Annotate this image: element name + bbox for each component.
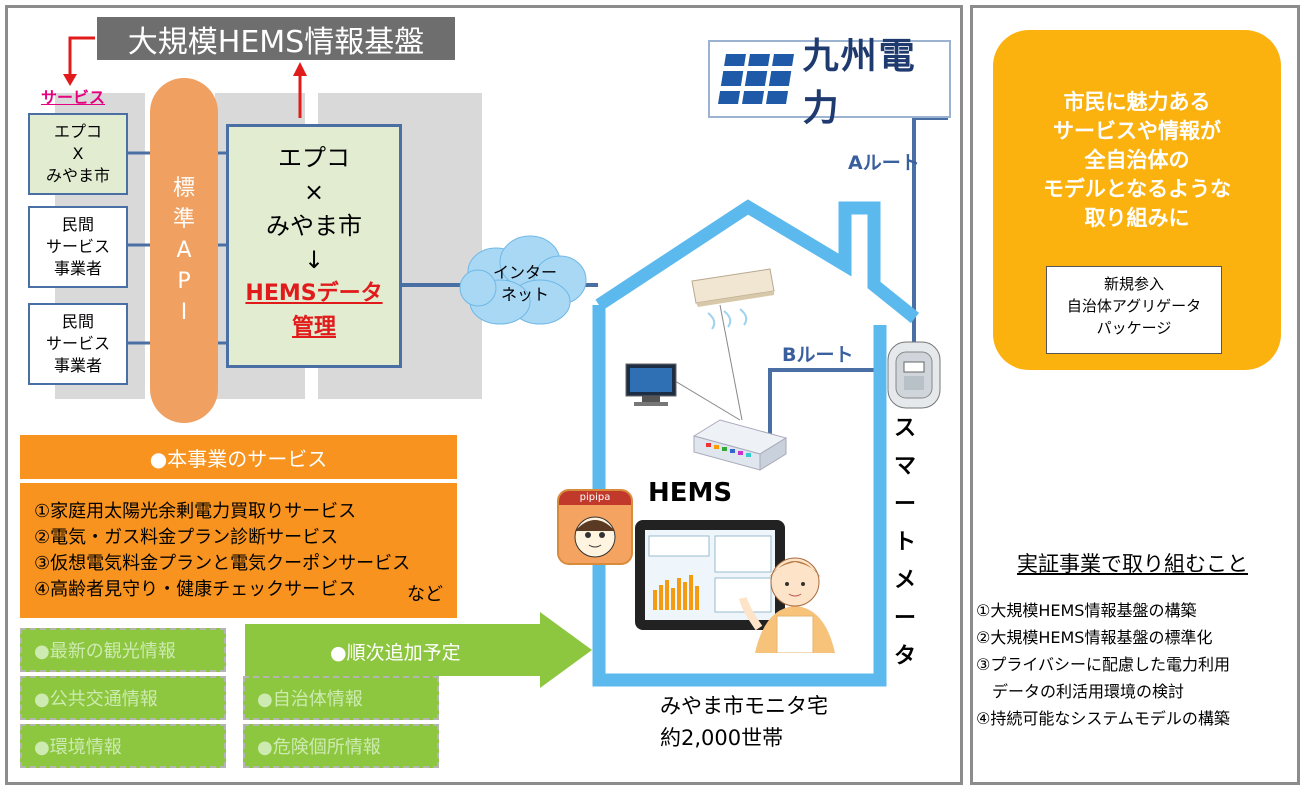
demo-title: 実証事業で取り組むこと <box>1017 552 1248 576</box>
smart-meter-char: マ <box>894 454 917 479</box>
pipipa-app-icon: pipipa <box>557 489 633 565</box>
app-character-icon <box>574 516 616 558</box>
smart-meter-char: タ <box>894 644 917 669</box>
smart-meter-label: ス マ ー ト メ ー タ <box>894 410 916 676</box>
air-conditioner-icon <box>691 268 775 330</box>
smart-meter-icon <box>887 341 941 409</box>
service-label: サービス <box>41 88 106 107</box>
kyushu-logo-mark <box>716 54 796 104</box>
service-item: ①家庭用太陽光余剰電力買取りサービス <box>34 501 357 522</box>
api-char: P <box>177 269 191 294</box>
services-etc: など <box>407 584 443 605</box>
future-arrow-label: ●順次追加予定 <box>330 642 461 664</box>
energy-graph-icon <box>648 535 772 613</box>
service-item: ③仮想電気料金プランと電気クーポンサービス <box>34 553 411 574</box>
core-line2: × <box>303 178 325 206</box>
future-transport-info: ●公共交通情報 <box>20 676 226 720</box>
hems-data-label: HEMSデータ <box>245 281 383 306</box>
kyushu-logo-text: 九州電力 <box>802 36 917 129</box>
api-char: 標 <box>172 176 195 201</box>
monitor-home-line1: みやま市モニタ宅 <box>660 694 828 718</box>
hems-router-icon <box>692 419 788 471</box>
demo-item: ④持続可能なシステムモデルの構築 <box>976 709 1230 728</box>
service-box-private-2: 民間 サービス 事業者 <box>28 303 128 385</box>
smart-meter-char: ス <box>894 416 917 441</box>
future-tourism-info: ●最新の観光情報 <box>20 628 226 672</box>
tablet-screen <box>645 530 775 620</box>
demo-list: ①大規模HEMS情報基盤の構築 ②大規模HEMS情報基盤の標準化 ③プライバシー… <box>976 597 1230 732</box>
goal-line: 市民に魅力ある <box>1063 90 1211 114</box>
future-environment-info: ●環境情報 <box>20 724 226 768</box>
goal-line: 全自治体の <box>1084 148 1190 172</box>
platform-title: 大規模HEMS情報基盤 <box>97 17 455 60</box>
monitor-home-line2: 約2,000世帯 <box>660 726 784 750</box>
future-municipal-info: ●自治体情報 <box>243 676 439 720</box>
goal-line: モデルとなるような <box>1042 177 1232 201</box>
standard-api: 標 準 A P I <box>150 78 218 423</box>
api-char: 準 <box>172 207 195 232</box>
route-a-label: Aルート <box>848 152 920 174</box>
kyushu-electric-logo: 九州電力 <box>708 36 951 129</box>
internet-cloud-icon <box>459 235 587 325</box>
hems-data-management-box: エプコ × みやま市 ↓ HEMSデータ 管理 <box>226 124 402 368</box>
management-label: 管理 <box>291 315 336 340</box>
goal-text: 市民に魅力ある サービスや情報が 全自治体の モデルとなるような 取り組みに <box>993 88 1281 233</box>
demo-item: ③プライバシーに配慮した電力利用 <box>976 655 1231 674</box>
app-icon-label: pipipa <box>559 491 631 505</box>
goal-box: 市民に魅力ある サービスや情報が 全自治体の モデルとなるような 取り組みに 新… <box>993 30 1281 370</box>
api-char: A <box>176 238 192 263</box>
goal-line: サービスや情報が <box>1053 119 1221 143</box>
tablet-monitor <box>635 520 785 630</box>
demo-item: データの利活用環境の検討 <box>976 682 1185 701</box>
core-line3: みやま市 <box>266 212 362 240</box>
services-list: ①家庭用太陽光余剰電力買取りサービス ②電気・ガス料金プラン診断サービス ③仮想… <box>20 483 457 618</box>
internet-label: インター ネット <box>492 263 557 304</box>
television-icon <box>625 363 677 406</box>
demo-item: ①大規模HEMS情報基盤の構築 <box>976 601 1197 620</box>
services-header: ●本事業のサービス <box>20 435 457 479</box>
demo-item: ②大規模HEMS情報基盤の標準化 <box>976 628 1213 647</box>
service-box-private-1: 民間 サービス 事業者 <box>28 206 128 288</box>
connector-lines <box>63 36 948 688</box>
route-b-label: Bルート <box>782 344 854 366</box>
service-item: ②電気・ガス料金プラン診断サービス <box>34 527 339 548</box>
monitor-home-label: みやま市モニタ宅 約2,000世帯 <box>660 690 828 754</box>
future-danger-info: ●危険個所情報 <box>243 724 439 768</box>
aggregator-package-box: 新規参入 自治体アグリゲータ パッケージ <box>1046 266 1222 354</box>
service-item: ④高齢者見守り・健康チェックサービス <box>34 579 357 600</box>
core-line1: エプコ <box>278 144 350 172</box>
core-line4: ↓ <box>303 246 325 274</box>
goal-line: 取り組みに <box>1084 206 1190 230</box>
hems-label: HEMS <box>648 478 733 508</box>
woman-illustration <box>739 557 835 653</box>
smart-meter-char: ト <box>894 530 917 555</box>
smart-meter-char: ー <box>894 606 917 631</box>
api-char: I <box>180 300 188 325</box>
smart-meter-char: メ <box>894 568 917 593</box>
smart-meter-char: ー <box>894 492 917 517</box>
service-box-epco: エプコ X みやま市 <box>28 113 128 195</box>
